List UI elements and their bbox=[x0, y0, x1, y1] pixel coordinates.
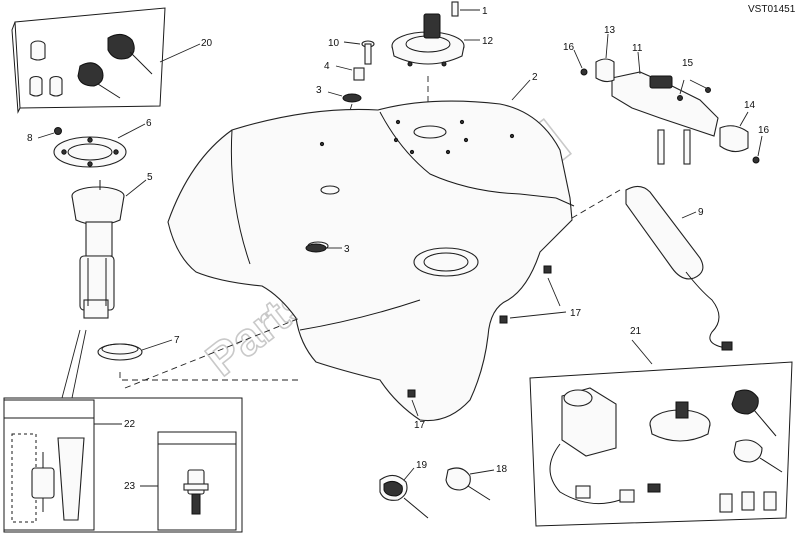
callout-1: 1 bbox=[482, 6, 488, 17]
key-lock-kit-panel-20: 20 bbox=[11, 7, 213, 114]
fuel-pump-assembly: 8 6 5 7 bbox=[27, 118, 300, 399]
cap-13 bbox=[595, 58, 615, 83]
bushing-4 bbox=[353, 67, 365, 81]
grommet-3 bbox=[305, 243, 327, 253]
callout-23: 23 bbox=[124, 481, 136, 492]
callout-16-right: 16 bbox=[758, 125, 770, 136]
callout-17-right: 17 bbox=[570, 308, 582, 319]
key-18 bbox=[445, 467, 491, 501]
key-head-icon bbox=[731, 389, 777, 437]
callout-22: 22 bbox=[124, 419, 136, 430]
key-head-icon bbox=[107, 34, 153, 75]
filler-cap-fixings: 1 10 4 3 12 bbox=[316, 1, 494, 201]
screw-16 bbox=[752, 156, 760, 164]
callout-8: 8 bbox=[27, 133, 33, 144]
callout-14: 14 bbox=[744, 100, 756, 111]
flange-ring-6 bbox=[53, 136, 127, 168]
screw-1 bbox=[451, 1, 459, 17]
bolts bbox=[657, 129, 691, 165]
ignition-switch bbox=[549, 387, 621, 505]
fuel-cap-12 bbox=[391, 13, 465, 67]
screw-16 bbox=[580, 68, 588, 76]
lock-bracket-assembly: 13 16 11 15 14 16 bbox=[563, 25, 770, 165]
cap-14 bbox=[719, 125, 749, 153]
screw-8 bbox=[54, 127, 62, 135]
washer-3 bbox=[342, 93, 362, 103]
callout-6: 6 bbox=[146, 118, 152, 129]
filter-kit-panel: 22 23 bbox=[3, 397, 243, 533]
callout-19: 19 bbox=[416, 460, 428, 471]
fuel-filter-22 bbox=[11, 433, 85, 523]
callout-20: 20 bbox=[201, 38, 213, 49]
ignition-lock-set-panel-21: 21 bbox=[529, 326, 793, 527]
lock-cylinders-pair bbox=[29, 75, 63, 97]
callout-21: 21 bbox=[630, 326, 642, 337]
callout-13: 13 bbox=[604, 25, 616, 36]
lock-cylinders-kit bbox=[719, 491, 777, 513]
callout-3-top: 3 bbox=[316, 85, 322, 96]
callout-15: 15 bbox=[682, 58, 694, 69]
breather-hose-9 bbox=[625, 185, 733, 351]
callout-16-left: 16 bbox=[563, 42, 575, 53]
fitting-23 bbox=[183, 469, 209, 515]
reference-code: VST01451 bbox=[748, 4, 796, 15]
key-19 bbox=[379, 474, 429, 519]
callout-11: 11 bbox=[632, 43, 643, 54]
callout-4: 4 bbox=[324, 61, 330, 72]
lock-cylinder-small bbox=[30, 40, 46, 61]
callout-9: 9 bbox=[698, 207, 704, 218]
seal-ring-7 bbox=[97, 343, 143, 361]
callout-2: 2 bbox=[532, 72, 538, 83]
key-head-icon bbox=[77, 62, 121, 99]
fuel-cap-in-kit bbox=[649, 401, 711, 442]
callout-10: 10 bbox=[328, 38, 340, 49]
callout-12: 12 bbox=[482, 36, 494, 47]
screw-10 bbox=[361, 40, 375, 65]
fuel-pump-5 bbox=[71, 180, 125, 319]
callout-5: 5 bbox=[147, 172, 153, 183]
callout-17-bottom: 17 bbox=[414, 420, 426, 431]
clips-17 bbox=[407, 265, 552, 398]
fuel-tank-2 bbox=[167, 100, 575, 422]
screw-15 bbox=[677, 87, 711, 101]
callout-7: 7 bbox=[174, 335, 180, 346]
connector-plugs bbox=[575, 483, 661, 503]
callout-18: 18 bbox=[496, 464, 508, 475]
key-head-icon bbox=[733, 439, 783, 473]
callout-3-bottom: 3 bbox=[344, 244, 350, 255]
